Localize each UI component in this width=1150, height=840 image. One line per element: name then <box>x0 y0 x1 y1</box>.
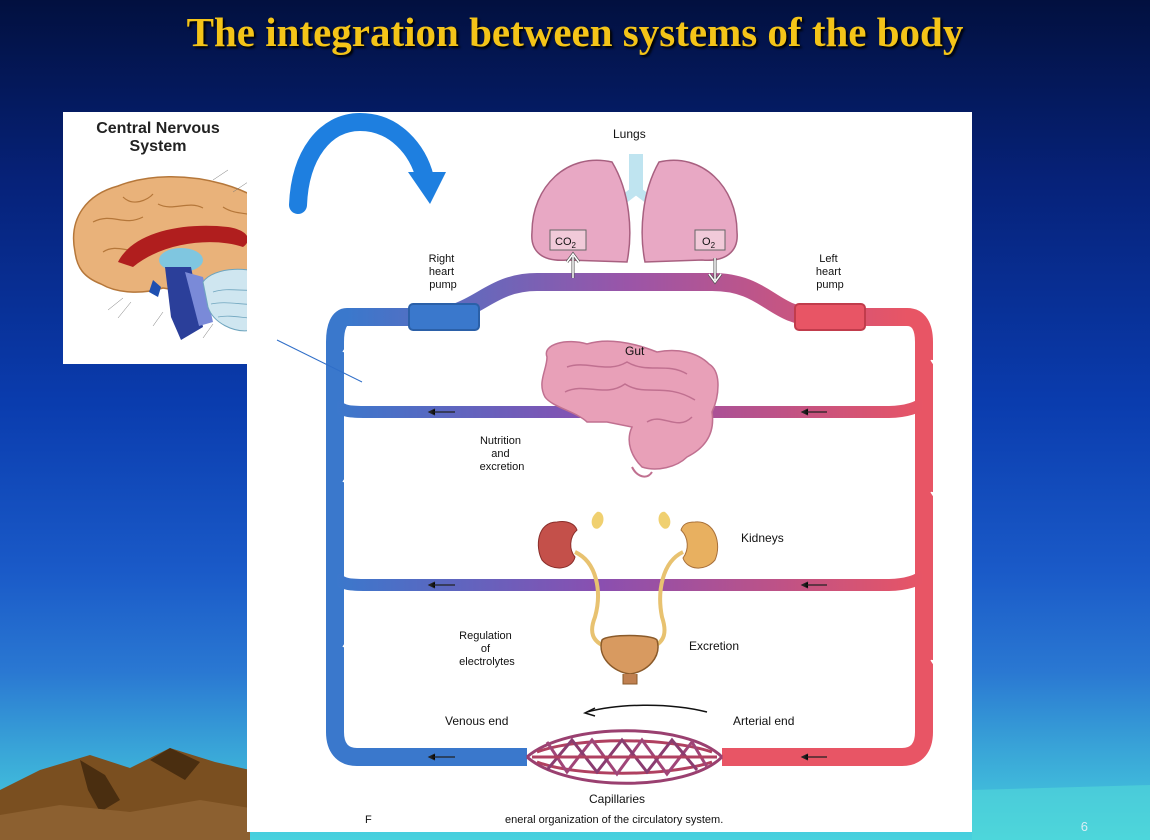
page-number: 6 <box>1081 819 1088 834</box>
